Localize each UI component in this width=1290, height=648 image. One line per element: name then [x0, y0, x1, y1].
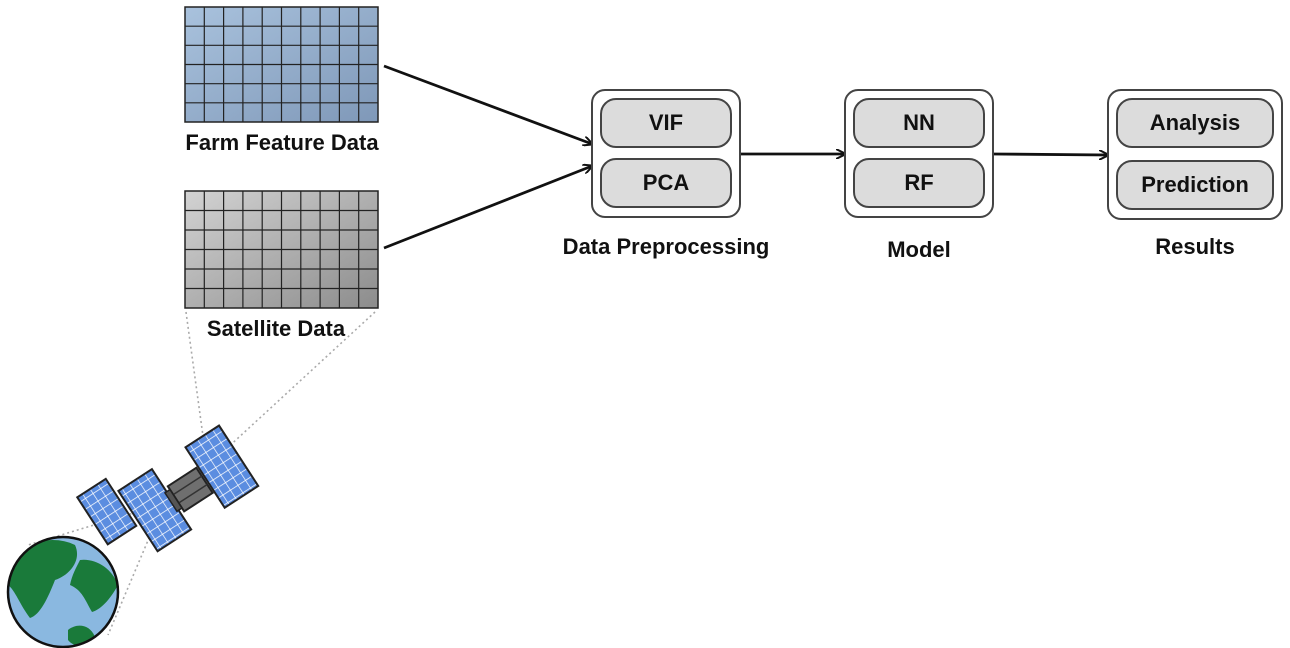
satellite-data-label: Satellite Data — [206, 316, 346, 341]
nn-step: NN — [853, 98, 985, 148]
analysis-step: Analysis — [1116, 98, 1274, 148]
results-title: Results — [1155, 234, 1235, 259]
results-group: Analysis Prediction — [1107, 89, 1283, 220]
pca-step: PCA — [600, 158, 732, 208]
flow-arrows — [383, 64, 1108, 250]
view-lines — [27, 311, 376, 636]
preprocessing-group: VIF PCA — [591, 89, 741, 218]
rf-step: RF — [853, 158, 985, 208]
farm-data-label: Farm Feature Data — [185, 130, 379, 155]
arrow-model-to-results — [992, 154, 1108, 155]
satellite-data-grid-icon — [184, 190, 379, 309]
arrow-farm-to-preprocessing — [383, 64, 592, 144]
vif-step: VIF — [600, 98, 732, 148]
farm-data-grid-icon — [184, 6, 379, 123]
satellite-icon — [75, 424, 260, 553]
arrow-satellite-to-preprocessing — [383, 166, 592, 250]
model-group: NN RF — [844, 89, 994, 218]
earth-icon — [6, 535, 120, 648]
preprocessing-title: Data Preprocessing — [562, 234, 770, 259]
model-title: Model — [887, 237, 951, 262]
prediction-step: Prediction — [1116, 160, 1274, 210]
